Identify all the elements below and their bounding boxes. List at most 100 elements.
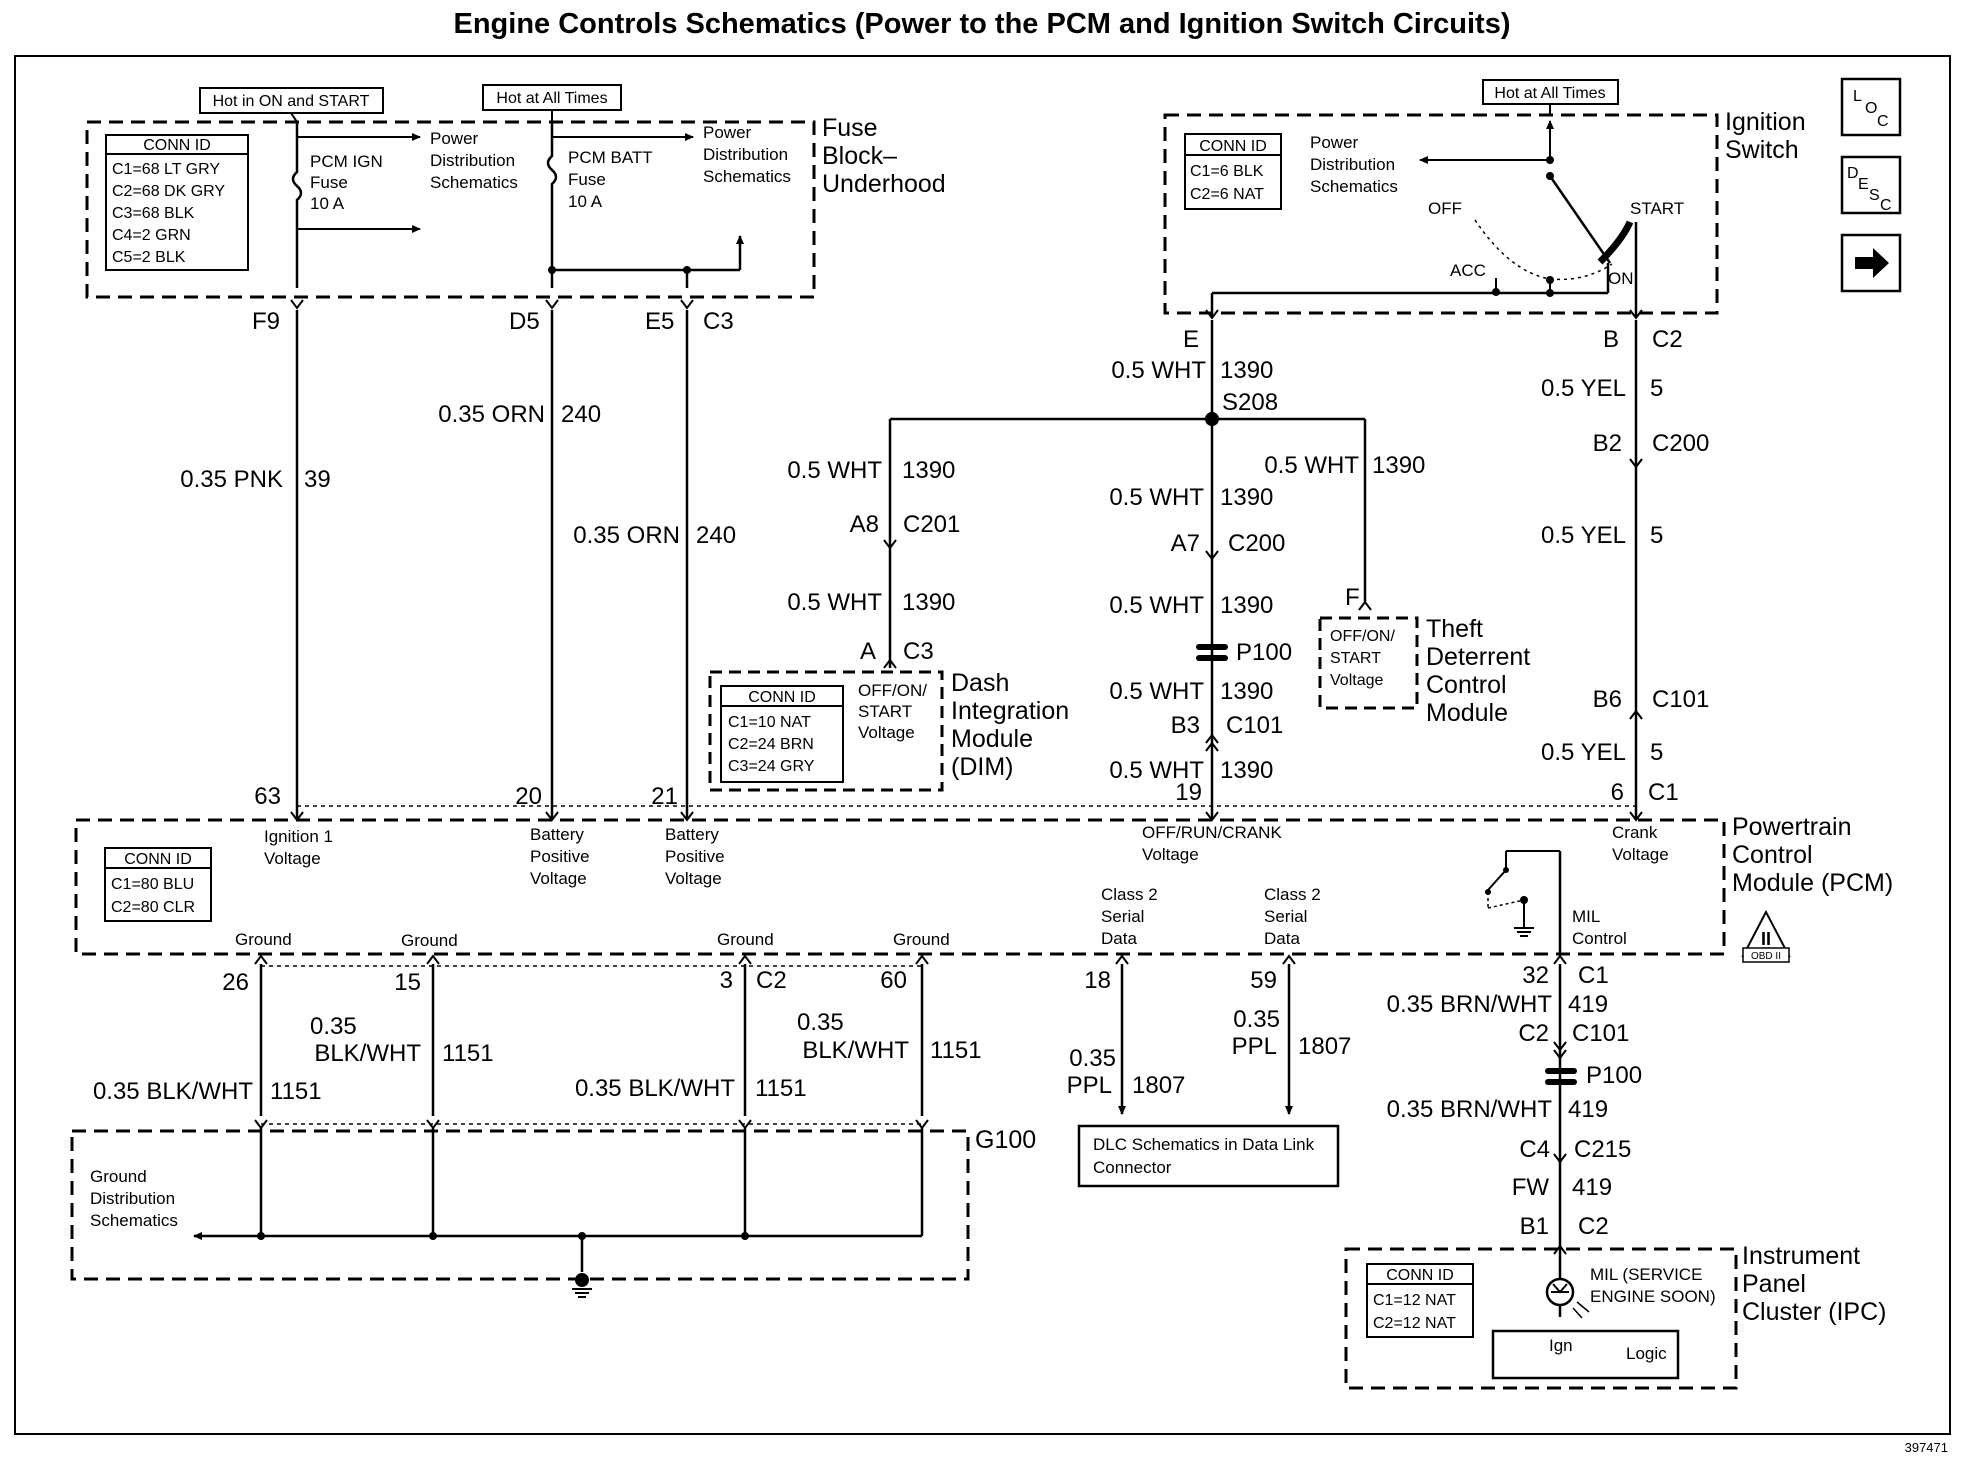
power-distribution-ref: Power <box>1310 133 1359 152</box>
power-distribution-ref: Power <box>430 129 479 148</box>
wire-label: 0.5 WHT <box>1109 484 1204 511</box>
wire-label: 0.35 <box>1069 1045 1116 1072</box>
connector-label: C101 <box>1572 1020 1629 1047</box>
pcm-ground-label: Ground <box>717 930 774 949</box>
top-connector-pins: F9 D5 E5 C3 E B C2 <box>252 299 1683 353</box>
wire-label: 0.5 YEL <box>1541 739 1626 766</box>
power-distribution-ref: Power <box>703 123 752 142</box>
ignition-switch: Hot at All Times CONN ID C1=6 BLK C2=6 N… <box>1163 79 1806 318</box>
conn-id-header: CONN ID <box>1386 1267 1454 1284</box>
wire-label: 0.35 BRN/WHT <box>1387 1096 1553 1123</box>
wire-number: 240 <box>696 522 736 549</box>
pin-label: C2 <box>1652 326 1683 353</box>
pcm-batt-fuse-label: PCM BATT <box>568 148 653 167</box>
conn-id-line: C2=68 DK GRY <box>112 183 225 200</box>
wire-number: 1151 <box>755 1075 807 1102</box>
pin-label: 20 <box>515 783 542 810</box>
pcm-input-label: Voltage <box>1142 845 1199 864</box>
pcm-ign-fuse-icon <box>291 122 303 288</box>
wire-number: 1151 <box>442 1040 494 1067</box>
conn-id-line: C1=80 BLU <box>111 876 194 893</box>
theft-title: Module <box>1426 699 1508 727</box>
ground-distribution-ref: Distribution <box>90 1189 175 1208</box>
dim-title: Module <box>951 725 1033 753</box>
dlc-reference-text: DLC Schematics in Data Link <box>1093 1135 1315 1154</box>
pcm-io-label: Class 2 <box>1101 885 1158 904</box>
ipc-logic-block <box>1491 1329 1680 1380</box>
fuse-block-title: Underhood <box>822 170 946 198</box>
desc-letter: S <box>1869 187 1880 204</box>
outer-frame <box>14 55 1951 1435</box>
wire-label: BLK/WHT <box>802 1037 909 1064</box>
wire-label: PPL <box>1232 1033 1277 1060</box>
pin-label: B <box>1603 326 1619 353</box>
pin-label: 3 <box>720 967 733 994</box>
wire-label: 0.35 <box>310 1013 357 1040</box>
wire-number: 1807 <box>1298 1033 1351 1060</box>
wire-label: 0.5 WHT <box>1109 592 1204 619</box>
wire-label: 0.5 WHT <box>1264 452 1359 479</box>
fuse-block-title: Block– <box>822 142 897 170</box>
pcm-io-label: Serial <box>1101 907 1144 926</box>
pin-label: 59 <box>1250 967 1277 994</box>
hot-at-all-times-label: Hot at All Times <box>1494 85 1605 102</box>
power-distribution-ref: Distribution <box>703 145 788 164</box>
pcm-ground-label: Ground <box>401 931 458 950</box>
wire-number: 39 <box>304 466 331 493</box>
conn-id-line: C1=6 BLK <box>1190 163 1264 180</box>
fuse-block-title: Fuse <box>822 114 878 142</box>
pin-label: B1 <box>1520 1213 1549 1240</box>
wire-number: 1390 <box>1220 357 1273 384</box>
next-page-button[interactable] <box>1840 233 1902 293</box>
pcm-input-label: Battery <box>530 825 584 844</box>
wire-label: 0.35 BRN/WHT <box>1387 991 1553 1018</box>
location-button[interactable]: L O C <box>1840 77 1902 137</box>
pcm-title: Module (PCM) <box>1732 869 1893 897</box>
pcm-input-label: Voltage <box>665 869 722 888</box>
obd-ii-badge: II OBD II <box>1741 909 1791 963</box>
wire-number: 419 <box>1568 1096 1608 1123</box>
theft-voltage-label: OFF/ON/ <box>1330 628 1395 645</box>
conn-id-line: C2=12 NAT <box>1373 1315 1456 1332</box>
power-distribution-ref: Schematics <box>1310 177 1398 196</box>
connector-label: C101 <box>1226 712 1283 739</box>
loc-letter: C <box>1877 113 1889 130</box>
p100-passthrough-icon <box>1196 644 1228 650</box>
right-crank-circuit: 0.5 YEL 5 B2 C200 0.5 YEL 5 B6 C101 0.5 … <box>1541 320 1709 806</box>
serial-data-circuits: 18 59 0.35 PPL 1807 0.35 PPL 1807 DLC Sc… <box>1067 954 1351 1188</box>
connector-label: C200 <box>1228 530 1285 557</box>
pcm-input-label: Voltage <box>1612 845 1669 864</box>
switch-start-label: START <box>1630 199 1684 218</box>
power-distribution-ref: Schematics <box>430 173 518 192</box>
wire-label: 0.5 WHT <box>1111 357 1206 384</box>
wire-number: 1390 <box>902 589 955 616</box>
pcm-input-label: Crank <box>1612 823 1658 842</box>
wire-label: 0.35 ORN <box>438 401 545 428</box>
description-button[interactable]: D E S C <box>1840 155 1902 215</box>
ground-circuits: 26 15 3 C2 60 0.35 BLK/WHT 1151 0.35 BLK… <box>93 954 982 1130</box>
wire-number: 1807 <box>1132 1072 1185 1099</box>
wire-label: 0.35 BLK/WHT <box>93 1078 253 1105</box>
wire-number: 1390 <box>1372 452 1425 479</box>
desc-letter: C <box>1880 197 1892 214</box>
pcm-input-label: Ignition 1 <box>264 827 333 846</box>
wire-number: 1390 <box>1220 678 1273 705</box>
wire-label: 0.5 WHT <box>1109 757 1204 784</box>
desc-letter: E <box>1858 176 1869 193</box>
wire-number: 1151 <box>930 1037 982 1064</box>
dlc-reference-text: Connector <box>1093 1158 1172 1177</box>
connector-label: C101 <box>1652 686 1709 713</box>
pcm-input-label: OFF/RUN/CRANK <box>1142 823 1282 842</box>
pin-label: B6 <box>1593 686 1622 713</box>
figure-number: 397471 <box>1905 1440 1948 1455</box>
pcm-ground-label: Ground <box>235 930 292 949</box>
ground-g100: G100 Ground Distribution Schematics <box>70 1126 1036 1298</box>
switch-off-label: OFF <box>1428 199 1462 218</box>
ground-distribution-ref: Schematics <box>90 1211 178 1230</box>
theft-title: Control <box>1426 671 1507 699</box>
wire-number: 419 <box>1572 1174 1612 1201</box>
center-1390-circuit: F 0.5 WHT 1390 S208 0.5 WHT 1390 A8 C201… <box>787 320 1425 806</box>
pin-label: C4 <box>1519 1136 1550 1163</box>
right-arrow-icon <box>1855 248 1889 278</box>
ignition-switch-blade <box>1548 175 1612 264</box>
